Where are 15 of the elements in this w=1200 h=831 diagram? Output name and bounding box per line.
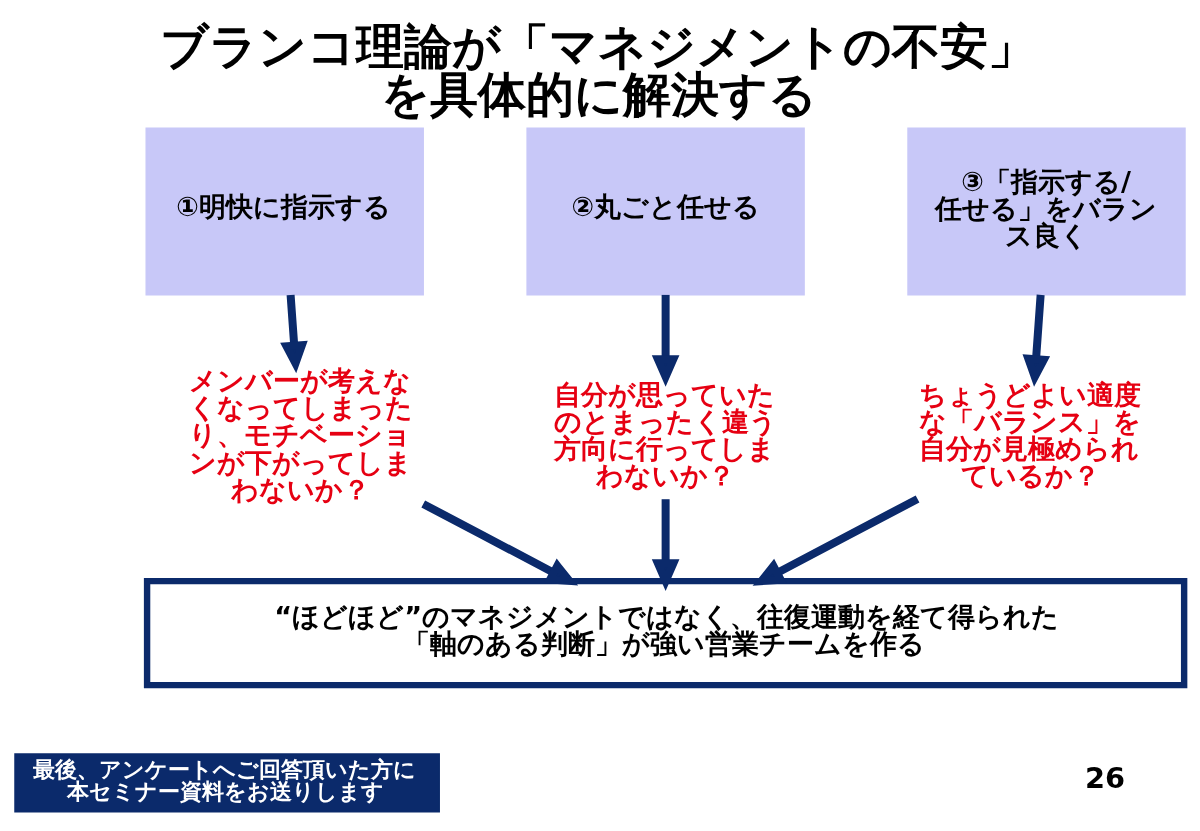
- node-box: ②丸ごと任せる: [526, 127, 805, 296]
- node-text: 自分が思っていたのとまったく違う方向に行ってしまわないか？: [554, 378, 778, 492]
- label: 26: [1084, 761, 1125, 796]
- arrow: [651, 294, 680, 387]
- node-box: 最後、アンケートへご回答頂いた方に本セミナー資料をお送りします: [14, 753, 440, 813]
- node-text: ちょうどよい適度な「バランス」を自分が見極められているか？: [919, 378, 1142, 492]
- arrow: [1022, 294, 1051, 387]
- node-box: “ほどほど”のマネジメントではなく、往復運動を経て得られた「軸のある判断」が強い営業チームを作る: [143, 577, 1188, 689]
- node-box: ③「指示する/任せる」をバランス良く: [907, 127, 1186, 296]
- node-box: ①明快に指示する: [145, 127, 424, 296]
- diagram-title: ブランコ理論が「マネジメントの不安」を具体的に解決する: [159, 17, 1036, 122]
- node-text: メンバーが考えなくなってしまったり、モチベーションが下がってしまわないか？: [189, 365, 414, 505]
- arrow: [752, 495, 920, 586]
- arrow: [421, 500, 579, 586]
- arrow: [280, 294, 308, 374]
